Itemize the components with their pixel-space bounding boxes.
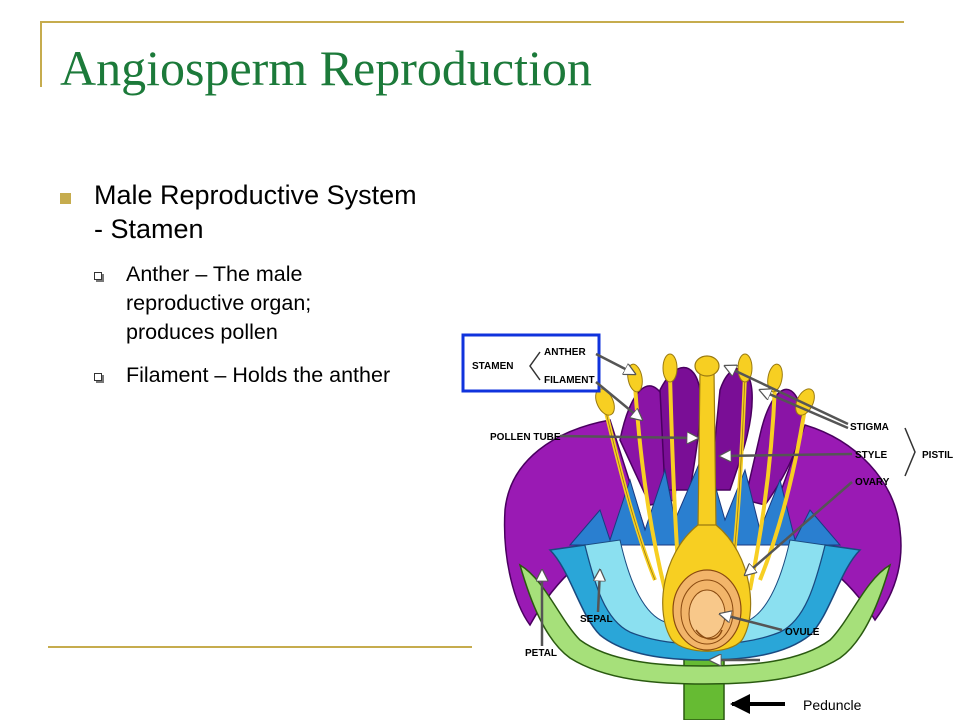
flower-diagram: STAMEN ANTHER FILAMENT POLLEN TUBE STIGM… (461, 333, 953, 720)
subbullet-item-anther: Anther – The male reproductive organ; pr… (94, 260, 420, 347)
pistil-stigma (694, 355, 720, 377)
arrow-stigma-2 (760, 390, 849, 430)
pointer-arrows (542, 352, 853, 660)
label-ovary: OVARY (855, 477, 890, 488)
subbullet-text: Filament – Holds the anther (126, 363, 391, 387)
ovule-ring (680, 579, 734, 645)
petal-center-left (659, 366, 702, 491)
bullet-item: Male Reproductive System - Stamen (60, 178, 420, 246)
bullet-list: Male Reproductive System - Stamen Anther… (60, 178, 420, 390)
label-pollen-tube: POLLEN TUBE (490, 432, 561, 443)
slide-title: Angiosperm Reproduction (60, 40, 592, 96)
pistil-bracket (904, 427, 916, 477)
subbullet-item-filament: Filament – Holds the anther (94, 361, 420, 390)
arrow-sepal (598, 570, 600, 613)
arrow-style (720, 454, 853, 456)
label-style: STYLE (855, 450, 888, 461)
arrow-anther (595, 352, 635, 374)
hollow-square-bullet-icon (94, 272, 102, 280)
label-peduncle: Peduncle (803, 697, 862, 713)
stamen-bracket (529, 351, 541, 381)
ovule-micropyle (695, 629, 723, 640)
hollow-square-bullet-icon (94, 373, 102, 381)
arrow-stigma-1 (725, 366, 849, 426)
label-petal: PETAL (525, 648, 557, 659)
arrow-ovary (745, 481, 853, 575)
label-pistil: PISTIL (922, 450, 953, 461)
label-filament: FILAMENT (544, 375, 595, 386)
label-sepal: SEPAL (580, 614, 613, 625)
stamen-highlight-box (461, 333, 601, 393)
label-stamen: STAMEN (472, 361, 513, 372)
square-bullet-icon (60, 193, 71, 204)
pistil-style (697, 369, 717, 531)
label-ovule: OVULE (785, 627, 820, 638)
label-stigma: STIGMA (850, 422, 889, 433)
label-anther: ANTHER (544, 347, 586, 358)
arrow-filament (595, 381, 642, 420)
frame-left-rule (40, 21, 42, 87)
subbullet-text: Anther – The male reproductive organ; pr… (126, 262, 312, 344)
arrow-pollen-tube (559, 436, 698, 438)
arrow-ovule (720, 614, 783, 632)
frame-top-rule (40, 21, 904, 23)
bullet-text: Male Reproductive System - Stamen (94, 180, 417, 244)
frame-bottom-rule (48, 646, 472, 648)
receptacle (518, 563, 892, 685)
ovule (688, 589, 726, 639)
